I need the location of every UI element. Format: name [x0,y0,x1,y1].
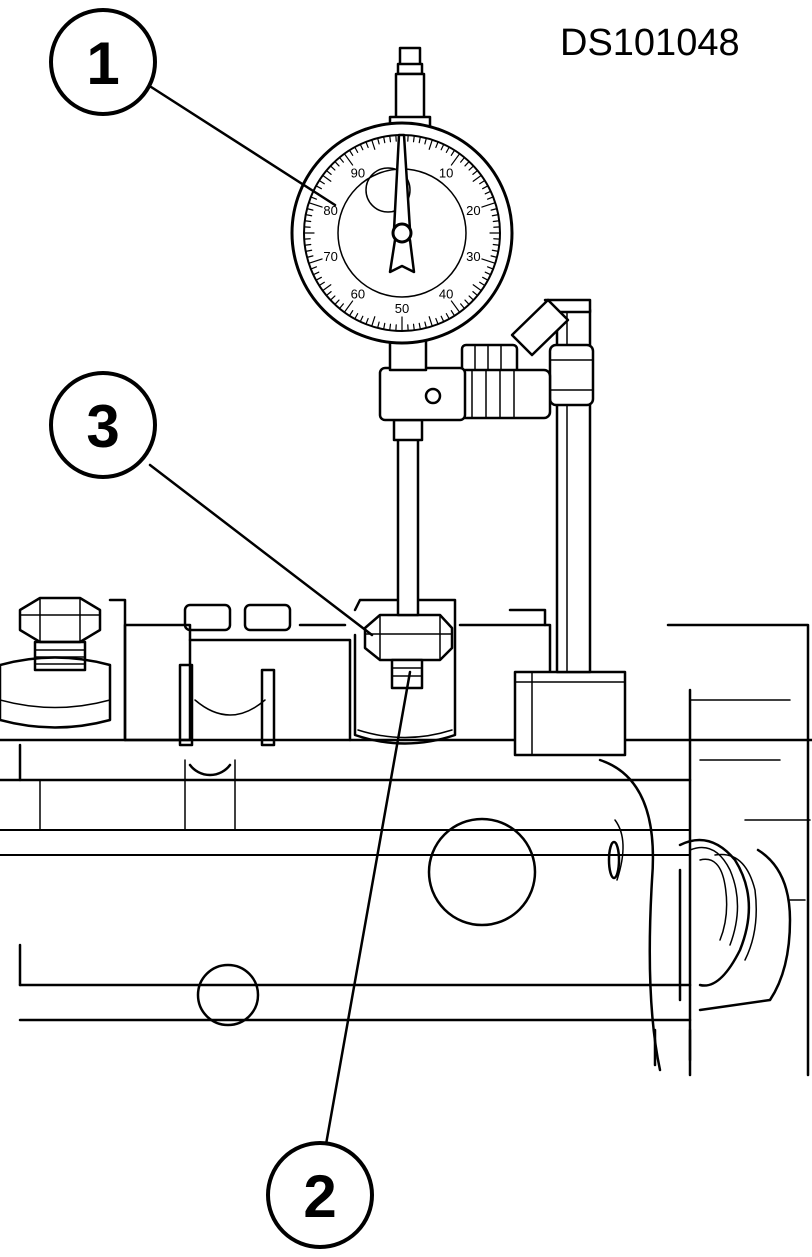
dial-scale-label: 50 [395,301,409,316]
dial-scale-label: 70 [323,249,337,264]
leader-line-3 [150,465,372,635]
tappet-assembly [355,600,455,744]
callout-2: 2 [268,1143,372,1247]
dial-scale-label: 20 [466,203,480,218]
gauge-plunger [394,420,422,615]
dial-tick [414,136,415,142]
figure-reference-id: DS101048 [560,22,740,65]
dial-tick [414,324,415,330]
cylinder-head [0,690,812,1075]
dial-tick [390,136,391,142]
leader-line-1 [148,85,335,205]
callout-2-number: 2 [303,1163,336,1230]
dial-tick [305,245,311,246]
dial-tick [390,324,391,330]
dial-scale-label: 30 [466,249,480,264]
valve-spring-assembly [600,625,810,1075]
callout-3-number: 3 [86,393,119,460]
dial-tick [493,245,499,246]
callout-3: 3 [51,373,155,477]
dial-scale-label: 60 [351,287,365,302]
camshaft-caps [0,600,550,745]
dial-scale-label: 90 [351,165,365,180]
leader-line-2 [325,672,410,1150]
callout-1: 1 [51,10,155,114]
callout-1-number: 1 [86,30,119,97]
dial-tick [305,221,311,222]
dial-scale-label: 40 [439,287,453,302]
dial-tick [493,221,499,222]
dial-scale-label: 10 [439,165,453,180]
